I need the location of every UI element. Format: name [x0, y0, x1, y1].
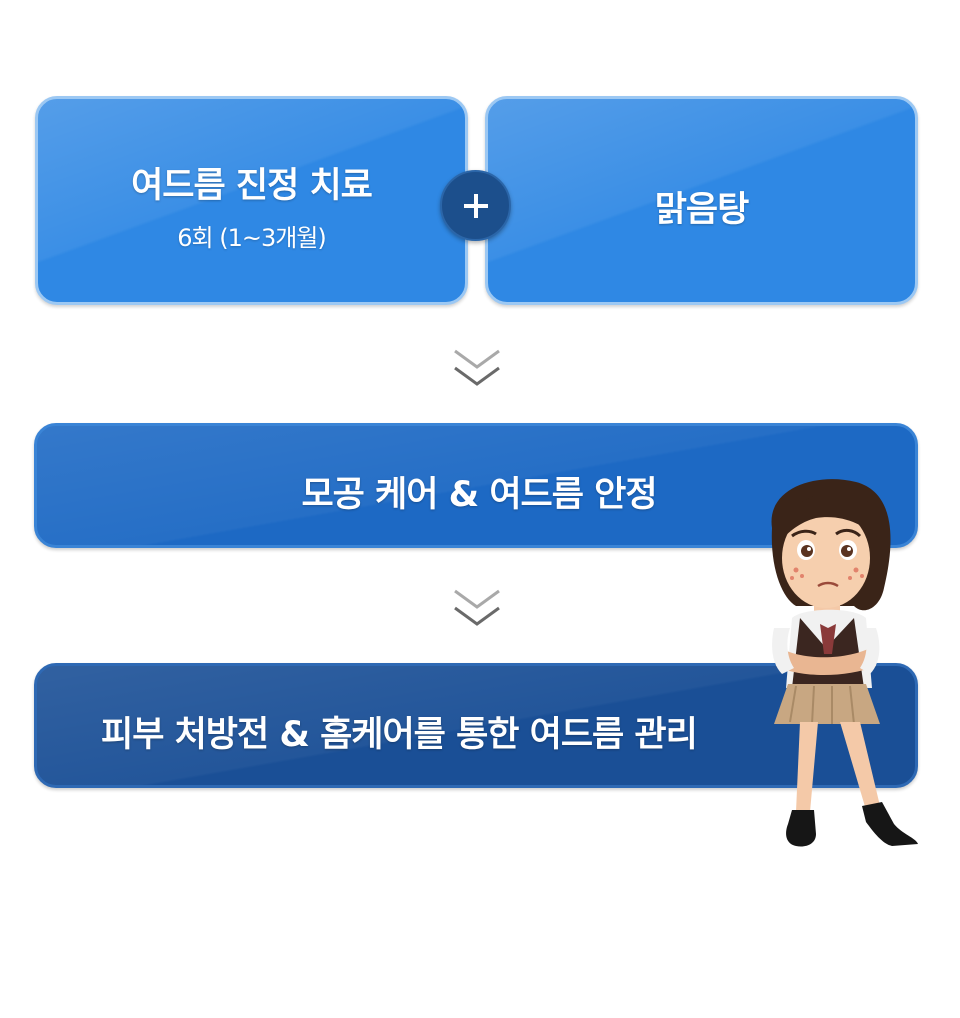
treatment-title: 여드름 진정 치료 — [131, 166, 373, 206]
double-chevron-down-icon — [454, 589, 500, 626]
step3-title: 피부 처방전 & 홈케어를 통한 여드름 관리 — [101, 715, 698, 755]
treatment-subtitle: 6회 (1~3개월) — [177, 224, 327, 252]
addon-title: 맑음탕 — [654, 190, 750, 230]
step3-bar: 피부 처방전 & 홈케어를 통한 여드름 관리 — [34, 663, 918, 788]
girl-character-illustration — [771, 479, 918, 847]
treatment-card: 여드름 진정 치료 6회 (1~3개월) — [35, 96, 468, 305]
plus-icon — [440, 170, 511, 241]
step2-bar: 모공 케어 & 여드름 안정 — [34, 423, 918, 548]
double-chevron-down-icon — [454, 349, 500, 386]
step2-title: 모공 케어 & 여드름 안정 — [301, 475, 657, 515]
addon-card: 맑음탕 — [485, 96, 918, 305]
